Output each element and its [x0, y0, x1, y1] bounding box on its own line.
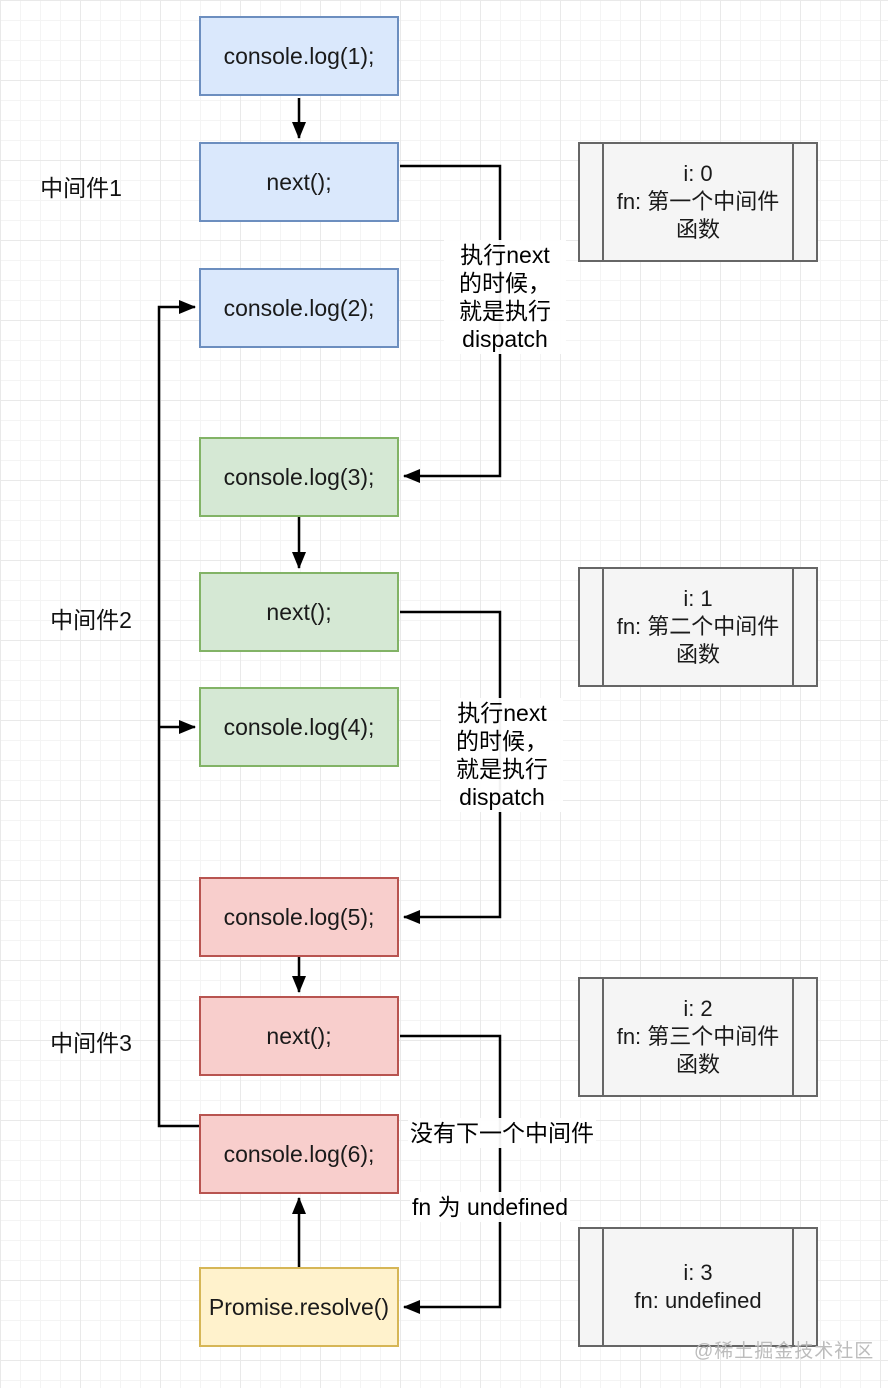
- state-box-i0: i: 0 fn: 第一个中间件 函数: [578, 142, 818, 262]
- state-box-i1: i: 1 fn: 第二个中间件 函数: [578, 567, 818, 687]
- node-console-log-1: console.log(1);: [199, 16, 399, 96]
- process-bar-right: [792, 144, 794, 260]
- node-console-log-2: console.log(2);: [199, 268, 399, 348]
- annotation-fn-undefined: fn 为 undefined: [410, 1192, 571, 1222]
- node-next-3: next();: [199, 996, 399, 1076]
- state-box-i1-text: i: 1 fn: 第二个中间件 函数: [616, 586, 780, 667]
- node-console-log-5: console.log(5);: [199, 877, 399, 957]
- node-promise-resolve: Promise.resolve(): [199, 1267, 399, 1347]
- node-console-log-4: console.log(4);: [199, 687, 399, 767]
- process-bar-left: [602, 144, 604, 260]
- lane-label-middleware-2: 中间件2: [50, 607, 132, 633]
- node-next-2: next();: [199, 572, 399, 652]
- annotation-dispatch-1: 执行next 的时候， 就是执行 dispatch: [444, 240, 566, 354]
- arrow-next3-dispatch-to-promise: [400, 1034, 502, 1314]
- watermark: @稀土掘金技术社区: [694, 1341, 875, 1362]
- state-box-i3-text: i: 3 fn: undefined: [634, 1260, 762, 1313]
- state-box-i3: i: 3 fn: undefined: [578, 1227, 818, 1347]
- annotation-dispatch-2: 执行next 的时候， 就是执行 dispatch: [441, 698, 563, 812]
- process-bar-left: [602, 1229, 604, 1345]
- state-box-i2: i: 2 fn: 第三个中间件 函数: [578, 977, 818, 1097]
- lane-label-middleware-3: 中间件3: [50, 1030, 132, 1056]
- annotation-no-next-middleware: 没有下一个中间件: [408, 1118, 596, 1148]
- state-box-i0-text: i: 0 fn: 第一个中间件 函数: [616, 161, 780, 242]
- arrow-log6-return-to-log2: [157, 300, 199, 1128]
- process-bar-right: [792, 1229, 794, 1345]
- node-console-log-3: console.log(3);: [199, 437, 399, 517]
- state-box-i2-text: i: 2 fn: 第三个中间件 函数: [616, 996, 780, 1077]
- process-bar-left: [602, 979, 604, 1095]
- node-console-log-6: console.log(6);: [199, 1114, 399, 1194]
- process-bar-left: [602, 569, 604, 685]
- process-bar-right: [792, 979, 794, 1095]
- lane-label-middleware-1: 中间件1: [40, 175, 122, 201]
- process-bar-right: [792, 569, 794, 685]
- node-next-1: next();: [199, 142, 399, 222]
